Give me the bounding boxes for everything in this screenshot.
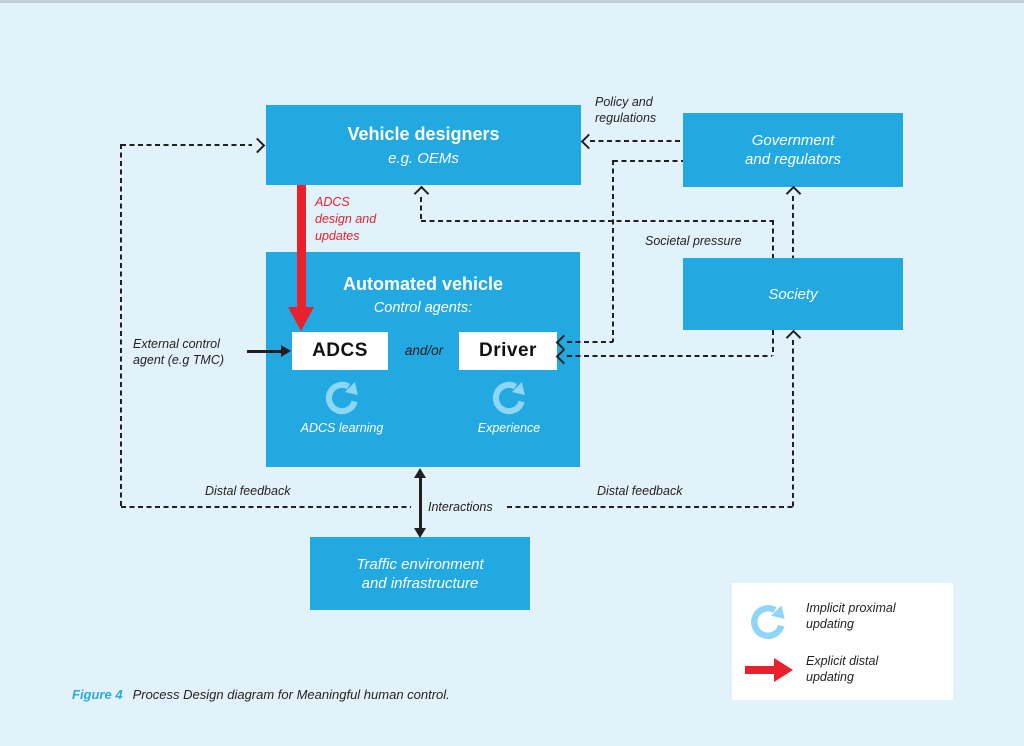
arrowhead-into-designers-bottom [413, 185, 430, 202]
adcs-learning-caption: ADCS learning [300, 421, 384, 435]
adcs-updates-label: ADCS design and updates [315, 195, 377, 243]
distal-feedback-right-label: Distal feedback [597, 484, 683, 498]
society-to-government-vline [792, 196, 794, 258]
distal-feedback-left-label: Distal feedback [205, 484, 291, 498]
legend-box: Implicit proximal updating Explicit dist… [732, 583, 953, 700]
driver-box: Driver [459, 332, 557, 370]
interactions-arrow-head-top [414, 468, 426, 478]
distal-feedback-bottom-left-hline [121, 506, 411, 508]
traffic-label-line2: and infrastructure [361, 574, 479, 592]
government-label-line2: and regulators [745, 151, 841, 168]
distal-feedback-right-vline [792, 340, 794, 507]
vehicle-designers-subtitle: e.g. OEMs [388, 149, 459, 167]
automated-vehicle-title: Automated vehicle [342, 274, 504, 294]
distal-feedback-bottom-right-hline [507, 506, 794, 508]
and-or-label: and/or [404, 343, 444, 358]
arrowhead-into-government-bottom [785, 185, 802, 202]
society-to-driver-hline [567, 355, 772, 357]
distal-feedback-to-designers-hline [121, 144, 252, 146]
adcs-label: ADCS [312, 340, 368, 361]
vehicle-designers-box: Vehicle designers e.g. OEMs [266, 105, 581, 185]
societal-pressure-up-vline [420, 197, 422, 221]
arrowhead-into-society-bottom [785, 329, 802, 346]
page-top-edge [0, 0, 1024, 3]
government-label-line1: Government [751, 132, 835, 149]
policy-arrow-line [590, 140, 683, 142]
interactions-arrow-head-bottom [414, 528, 426, 538]
government-to-driver-bottom-hline [567, 341, 613, 343]
traffic-environment-box: Traffic environment and infrastructure [310, 537, 530, 610]
experience-caption: Experience [477, 421, 541, 435]
adcs-updates-arrow-shaft [297, 185, 306, 308]
legend-implicit-cycle-icon [751, 605, 785, 639]
external-control-arrow-head [281, 345, 291, 357]
interactions-arrow-line [419, 476, 422, 530]
control-agents-label: Control agents: [373, 300, 473, 316]
driver-label: Driver [479, 340, 537, 361]
figure-caption-text: Process Design diagram for Meaningful hu… [132, 687, 450, 702]
society-bottom-vline [772, 330, 774, 356]
policy-regulations-label: Policy and regulations [595, 95, 657, 125]
legend-explicit-label: Explicit distal updating [806, 654, 879, 684]
government-to-driver-vline [612, 160, 614, 342]
legend-explicit-red-arrow-icon [745, 658, 793, 682]
traffic-label-line1: Traffic environment [356, 555, 484, 573]
society-top-vline [772, 220, 774, 258]
societal-pressure-hline [421, 220, 773, 222]
external-control-label: External control agent (e.g TMC) [133, 337, 225, 367]
government-to-driver-top-hline [613, 160, 683, 162]
society-label: Society [768, 285, 818, 303]
figure-caption: Figure 4 Process Design diagram for Meani… [72, 687, 450, 702]
government-box: Government and regulators [683, 113, 903, 187]
arrowhead-into-designers-right [580, 133, 597, 150]
external-control-arrow-line [247, 350, 282, 353]
distal-feedback-left-vline [120, 144, 122, 508]
interactions-label: Interactions [428, 500, 493, 514]
society-box: Society [683, 258, 903, 330]
societal-pressure-label: Societal pressure [645, 234, 742, 248]
arrowhead-into-designers-left [249, 137, 266, 154]
experience-cycle-icon [492, 381, 525, 415]
adcs-updates-arrow-head [288, 307, 314, 331]
adcs-learning-cycle-icon [325, 381, 358, 415]
figure-number: Figure 4 [72, 687, 123, 702]
adcs-box: ADCS [292, 332, 388, 370]
vehicle-designers-title: Vehicle designers [347, 123, 500, 144]
legend-implicit-label: Implicit proximal updating [806, 601, 896, 631]
